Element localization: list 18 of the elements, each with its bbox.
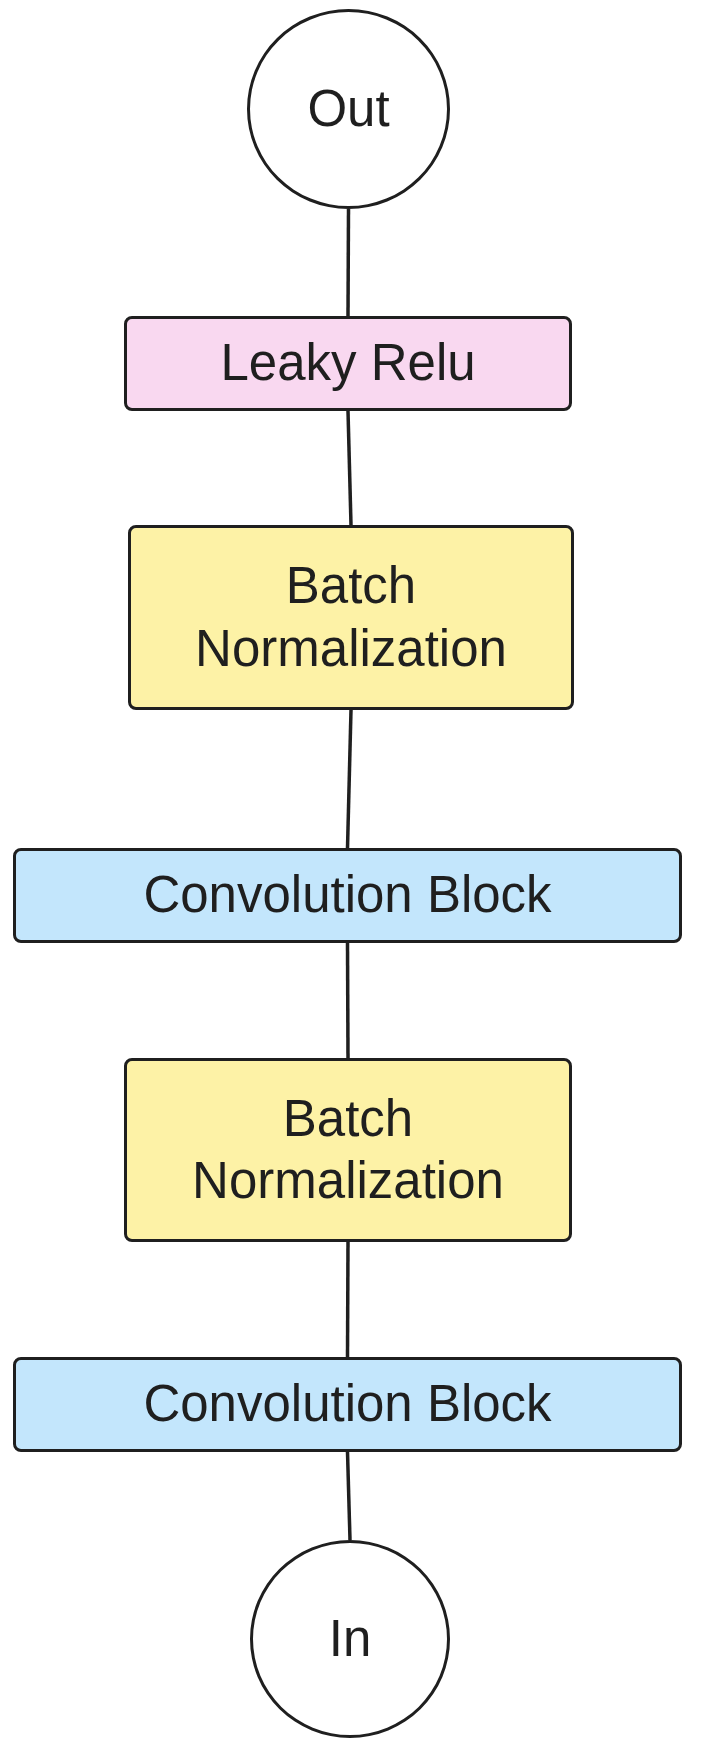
node-label: Convolution Block bbox=[143, 1374, 552, 1435]
node-label: Leaky Relu bbox=[220, 333, 476, 394]
connector-line bbox=[345, 943, 350, 1058]
node-label: In bbox=[328, 1608, 372, 1669]
node-label: Convolution Block bbox=[143, 865, 552, 926]
connector-line bbox=[346, 410, 353, 526]
process-box bbox=[124, 316, 572, 411]
process-box bbox=[124, 1058, 572, 1242]
node-label: Batch Normalization bbox=[194, 556, 508, 679]
process-box bbox=[13, 1357, 682, 1452]
connector-line bbox=[345, 709, 353, 849]
process-box bbox=[128, 525, 574, 710]
connector-line bbox=[346, 209, 351, 316]
node-label: Batch Normalization bbox=[191, 1088, 505, 1211]
process-box bbox=[13, 848, 682, 943]
connector-line bbox=[345, 1451, 352, 1541]
connector-line bbox=[345, 1242, 350, 1357]
node-label: Out bbox=[307, 78, 390, 139]
